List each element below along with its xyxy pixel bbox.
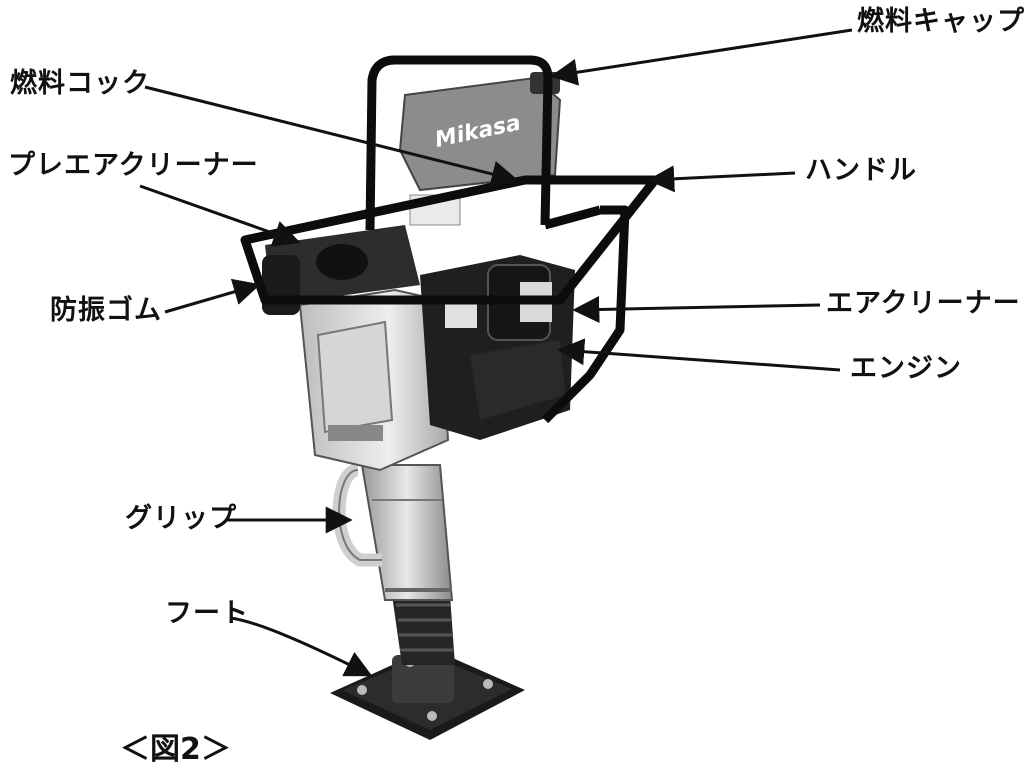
leader-air-cleaner bbox=[572, 296, 821, 324]
diagram-stage: Mikasa 燃料キャップ 燃料コ bbox=[8, 6, 1025, 767]
label-engine: エンジン bbox=[850, 353, 962, 384]
leader-lines bbox=[139, 28, 853, 677]
label-foot: フート bbox=[165, 598, 249, 629]
bellows bbox=[392, 595, 455, 665]
foot-plate bbox=[330, 648, 525, 740]
label-grip: グリップ bbox=[125, 503, 237, 534]
leader-fuel-cap bbox=[550, 28, 853, 86]
leader-anti-vibration-rubber bbox=[164, 278, 261, 314]
handle-frame bbox=[240, 55, 660, 424]
leader-fuel-cock bbox=[144, 85, 519, 188]
label-handle: ハンドル bbox=[805, 155, 917, 186]
rammer-illustration: Mikasa bbox=[139, 28, 853, 740]
label-anti-vibration-rubber: 防振ゴム bbox=[50, 295, 162, 326]
label-air-cleaner: エアクリーナー bbox=[826, 288, 1021, 319]
leader-handle bbox=[647, 165, 796, 193]
leader-pre-air-cleaner bbox=[139, 184, 301, 247]
label-fuel-cap: 燃料キャップ bbox=[857, 6, 1025, 37]
body-cover bbox=[298, 288, 450, 472]
leader-engine bbox=[557, 338, 841, 372]
figure-caption: ＜図2＞ bbox=[120, 732, 231, 767]
label-fuel-cock: 燃料コック bbox=[10, 68, 150, 99]
leg-tube bbox=[360, 464, 454, 601]
pre-air-cleaner-area bbox=[262, 194, 461, 315]
leader-foot bbox=[229, 616, 373, 677]
label-pre-air-cleaner: プレエアクリーナー bbox=[8, 150, 259, 181]
